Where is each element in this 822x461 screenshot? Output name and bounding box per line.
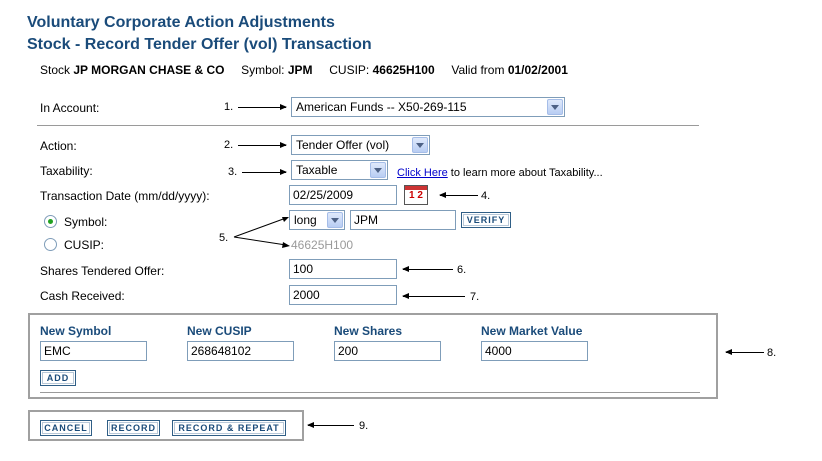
- stock-cusip: 46625H100: [372, 63, 435, 77]
- account-select[interactable]: American Funds -- X50-269-115: [291, 97, 565, 117]
- actions-panel: [28, 410, 304, 441]
- symbol-label: Symbol:: [241, 63, 285, 77]
- step-2: 2.: [224, 139, 234, 151]
- new-security-panel: [28, 313, 718, 399]
- calendar-icon[interactable]: 1 2: [404, 185, 428, 205]
- arrow-left-icon: [439, 192, 478, 198]
- valid-from-date: 01/02/2001: [507, 63, 568, 77]
- arrow-pair-icon: [233, 217, 290, 248]
- step-6: 6.: [457, 264, 467, 276]
- symbol-type-select[interactable]: long: [289, 210, 345, 230]
- step-3: 3.: [228, 166, 238, 178]
- cusip-radio-label: CUSIP:: [64, 238, 105, 252]
- stock-label: Stock: [40, 63, 71, 77]
- taxability-label: Taxability:: [40, 164, 93, 178]
- shares-label: Shares Tendered Offer:: [40, 264, 165, 278]
- symbol-radio[interactable]: [44, 215, 57, 228]
- shares-input[interactable]: 100: [289, 259, 397, 279]
- page-subtitle: Stock - Record Tender Offer (vol) Transa…: [27, 36, 372, 53]
- taxability-select-value: Taxable: [296, 163, 338, 177]
- new-shares-input[interactable]: 200: [334, 341, 441, 361]
- divider: [40, 392, 700, 393]
- chevron-down-icon[interactable]: [327, 212, 343, 228]
- taxability-help: Click Here to learn more about Taxabilit…: [397, 167, 603, 179]
- new-cusip-input[interactable]: 268648102: [187, 341, 294, 361]
- chevron-down-icon[interactable]: [547, 99, 563, 115]
- col-new-shares: New Shares: [334, 324, 403, 338]
- step-7: 7.: [470, 291, 480, 303]
- cusip-label: CUSIP:: [329, 63, 370, 77]
- step-9: 9.: [359, 420, 369, 432]
- step-4: 4.: [481, 190, 491, 202]
- col-new-symbol: New Symbol: [40, 324, 112, 338]
- chevron-down-icon[interactable]: [412, 137, 428, 153]
- stock-symbol: JPM: [287, 63, 313, 77]
- valid-from-label: Valid from: [451, 63, 505, 77]
- taxability-select[interactable]: Taxable: [291, 160, 388, 180]
- stock-info: Stock JP MORGAN CHASE & CO Symbol: JPM C…: [40, 63, 568, 77]
- cash-label: Cash Received:: [40, 289, 125, 303]
- step-5: 5.: [219, 232, 229, 244]
- action-label: Action:: [40, 139, 77, 153]
- cancel-button[interactable]: CANCEL: [40, 420, 92, 436]
- col-new-cusip: New CUSIP: [187, 324, 252, 338]
- action-select-value: Tender Offer (vol): [296, 138, 390, 152]
- arrow-left-icon: [725, 349, 764, 355]
- arrow-left-icon: [402, 266, 453, 272]
- step-8: 8.: [767, 347, 777, 359]
- arrow-left-icon: [402, 293, 465, 299]
- transaction-date-label: Transaction Date (mm/dd/yyyy):: [40, 189, 210, 203]
- taxability-help-link[interactable]: Click Here: [397, 167, 448, 179]
- account-label: In Account:: [40, 101, 100, 115]
- cusip-radio[interactable]: [44, 238, 57, 251]
- symbol-input[interactable]: JPM: [350, 210, 456, 230]
- new-symbol-input[interactable]: EMC: [40, 341, 147, 361]
- record-repeat-button[interactable]: RECORD & REPEAT: [172, 420, 286, 436]
- record-button[interactable]: RECORD: [107, 420, 160, 436]
- symbol-type-value: long: [294, 213, 317, 227]
- divider: [37, 125, 699, 126]
- symbol-radio-label: Symbol:: [64, 215, 108, 229]
- add-button[interactable]: ADD: [40, 370, 76, 386]
- action-select[interactable]: Tender Offer (vol): [291, 135, 430, 155]
- step-1: 1.: [224, 101, 234, 113]
- chevron-down-icon[interactable]: [370, 162, 386, 178]
- stock-name: JP MORGAN CHASE & CO: [73, 63, 225, 77]
- col-new-market-value: New Market Value: [481, 324, 583, 338]
- transaction-date-input[interactable]: 02/25/2009: [289, 185, 397, 205]
- arrow-right-icon: [238, 142, 287, 148]
- new-market-value-input[interactable]: 4000: [481, 341, 588, 361]
- verify-button[interactable]: VERIFY: [461, 212, 511, 228]
- cusip-value-disabled: 46625H100: [291, 238, 354, 252]
- arrow-right-icon: [242, 169, 287, 175]
- account-select-value: American Funds -- X50-269-115: [296, 100, 467, 114]
- cash-input[interactable]: 2000: [289, 285, 397, 305]
- arrow-right-icon: [238, 104, 287, 110]
- taxability-help-text: to learn more about Taxability...: [450, 167, 603, 179]
- page-title: Voluntary Corporate Action Adjustments: [27, 14, 335, 31]
- arrow-left-icon: [307, 422, 354, 428]
